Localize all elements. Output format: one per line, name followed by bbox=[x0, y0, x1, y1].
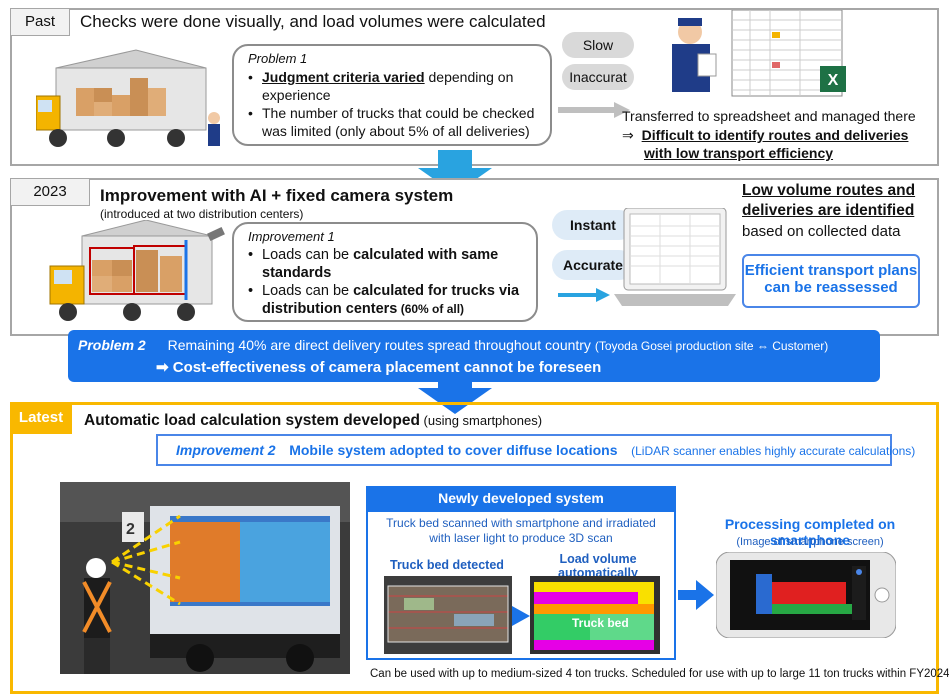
difficult-text: ⇒ Difficult to identify routes and deliv… bbox=[622, 126, 908, 162]
scanning-photo: 2 bbox=[60, 482, 350, 674]
pill-inaccurate: Inaccurat bbox=[562, 64, 634, 90]
improvement2-paren: (LiDAR scanner enables highly accurate c… bbox=[631, 444, 916, 458]
laptop-illustration bbox=[614, 208, 736, 306]
newsys-description: Truck bed scanned with smartphone and ir… bbox=[386, 516, 656, 545]
newsys-header: Newly developed system bbox=[366, 486, 676, 510]
down-arrow-icon-2 bbox=[418, 372, 492, 414]
gray-arrow-right-icon bbox=[558, 102, 630, 118]
pill-instant: Instant bbox=[552, 210, 634, 240]
pill-accurate: Accurate bbox=[552, 250, 634, 280]
improvement2-box: Improvement 2 Mobile system adopted to c… bbox=[156, 434, 915, 466]
problem2-text: Remaining 40% are direct delivery routes… bbox=[167, 337, 591, 353]
latest-tab: Latest bbox=[10, 404, 72, 434]
transferred-text: Transferred to spreadsheet and managed t… bbox=[622, 108, 916, 124]
truck-illustration-2023 bbox=[49, 220, 225, 321]
pill-slow: Slow bbox=[562, 32, 634, 58]
efficient-line-1: Efficient transport plans bbox=[744, 262, 918, 279]
improvement1-bubble: Improvement 1 Loads can be calculated wi… bbox=[232, 222, 538, 322]
problem2-paren: (Toyoda Gosei production site ⇔ Customer… bbox=[594, 339, 829, 353]
implies-arrow: ⇒ bbox=[622, 127, 634, 143]
problem1-title: Problem 1 bbox=[248, 51, 308, 66]
improvement2-text: Mobile system adopted to cover diffuse l… bbox=[289, 442, 618, 458]
footnote: Can be used with up to medium-sized 4 to… bbox=[370, 668, 949, 680]
problem2-line-1: Problem 2 Remaining 40% are direct deliv… bbox=[78, 337, 828, 353]
svg-text:X: X bbox=[828, 72, 839, 89]
problem2-banner: Problem 2 Remaining 40% are direct deliv… bbox=[68, 330, 880, 382]
problem2-arrow-icon: ➡ bbox=[156, 359, 169, 376]
smartphone-illustration bbox=[716, 552, 896, 638]
truck-bed-overlay-label: Truck bed bbox=[572, 616, 629, 630]
processing-title: Processing completed on smartphone bbox=[724, 516, 896, 548]
truck-illustration-past bbox=[36, 49, 220, 147]
improvement1-bullet-1: Loads can be calculated with same standa… bbox=[248, 246, 526, 282]
efficient-box: Efficient transport plans can be reasses… bbox=[742, 254, 920, 308]
efficient-line-2: can be reassessed bbox=[764, 279, 898, 296]
improvement1-bullet-2: Loads can be calculated for trucks via d… bbox=[248, 282, 526, 318]
latest-heading: Automatic load calculation system develo… bbox=[84, 412, 543, 429]
problem1-bullet-1: Judgment criteria varied depending on ex… bbox=[248, 68, 540, 104]
problem2-line-2: ➡ Cost-effectiveness of camera placement… bbox=[156, 358, 601, 376]
problem1-bubble: Problem 1 Judgment criteria varied depen… bbox=[232, 44, 552, 146]
past-heading: Checks were done visually, and load volu… bbox=[80, 12, 546, 31]
tab-2023: 2023 bbox=[10, 178, 90, 206]
lowvol-line-3: based on collected data bbox=[742, 223, 901, 240]
load-volume-image bbox=[530, 576, 660, 654]
problem2-conclusion: Cost-effectiveness of camera placement c… bbox=[172, 359, 602, 376]
problem2-label: Problem 2 bbox=[78, 337, 146, 353]
blue-arrow-right-icon bbox=[558, 288, 610, 302]
truckbed-scan-image bbox=[384, 576, 512, 654]
past-tab: Past bbox=[10, 8, 70, 36]
improvement2-label: Improvement 2 bbox=[176, 442, 276, 458]
latest-section bbox=[10, 402, 939, 694]
difficult-line-2: with low transport efficiency bbox=[644, 145, 834, 161]
heading-2023: Improvement with AI + fixed camera syste… bbox=[100, 186, 454, 205]
processing-arrow-icon bbox=[678, 580, 714, 610]
worker-spreadsheet-illustration: X bbox=[672, 10, 846, 97]
processing-subtitle: (Image of smartphone screen) bbox=[736, 536, 884, 548]
scan-arrow-icon bbox=[512, 606, 530, 626]
subheading-2023: (introduced at two distribution centers) bbox=[100, 207, 304, 221]
problem1-bullet-2: The number of trucks that could be check… bbox=[248, 104, 540, 140]
difficult-line-1: Difficult to identify routes and deliver… bbox=[641, 127, 909, 143]
lowvol-line-2: deliveries are identified bbox=[742, 202, 915, 219]
lowvol-line-1: Low volume routes and bbox=[742, 182, 916, 199]
improvement1-title: Improvement 1 bbox=[248, 229, 335, 244]
truckbed-detected-label: Truck bed detected bbox=[390, 558, 504, 572]
truck-number-2: 2 bbox=[126, 521, 135, 538]
